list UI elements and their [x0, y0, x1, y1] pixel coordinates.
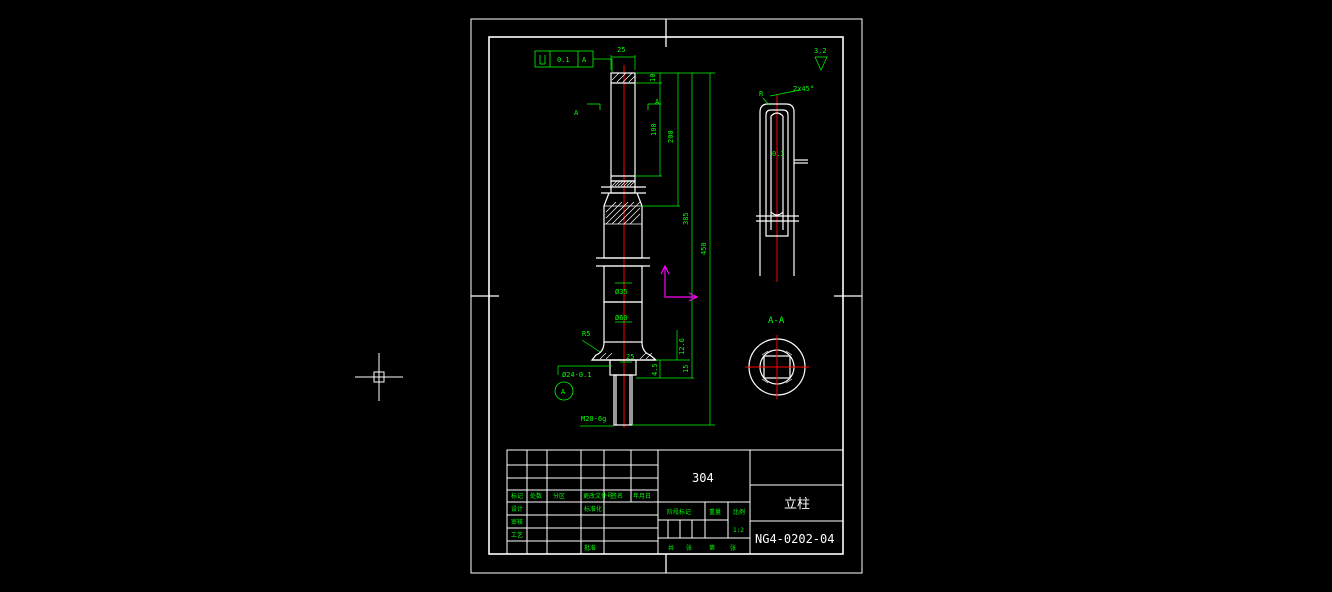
tb-part-name: 立柱 — [784, 497, 810, 512]
dim-100: 100 — [650, 123, 658, 136]
datum-flag-ref: A — [582, 56, 587, 64]
datum-flag — [534, 50, 613, 72]
tb-header-4: 签名 — [611, 492, 623, 500]
dim-dia24: Ø24-0.1 — [562, 371, 592, 379]
tb-bottom-2: 第 — [709, 544, 715, 552]
dim-12-6: 12.6 — [678, 338, 686, 355]
tb-drawing-no: NG4-0202-04 — [755, 532, 834, 546]
tb-right-stage: 阶段标记 — [667, 508, 691, 516]
tb-right-scale: 比例 — [733, 508, 745, 516]
tb-header-3: 更改文件号 — [583, 492, 613, 500]
chamfer-dim: 2x45° — [793, 85, 814, 93]
dim-dia35: Ø35 — [615, 288, 628, 296]
dim-dia60: Ø60 — [615, 314, 628, 322]
section-marks — [587, 103, 661, 110]
tb-bottom-3: 张 — [730, 544, 736, 552]
dim-4-5: 4.5 — [651, 363, 659, 376]
title-block: 标记 处数 分区 更改文件号 签名 年月日 设计 标准化 审核 工艺 批准 阶段… — [506, 449, 844, 555]
dim-r5: R5 — [582, 330, 590, 338]
hatch-flange — [599, 352, 653, 360]
dim-top-10: 10 — [649, 74, 657, 82]
datum-flag-value: 0.1 — [557, 56, 570, 64]
dim-200: 200 — [667, 130, 675, 143]
dim-top-width: 25 — [617, 46, 625, 54]
dim-thread: M20-6g — [581, 415, 606, 423]
crosshair-cursor-icon — [355, 353, 403, 401]
tb-bottom-1: 张 — [686, 544, 692, 552]
dimension-lines — [557, 55, 715, 427]
centering-marks — [471, 19, 862, 573]
tb-header-1: 处数 — [530, 492, 542, 500]
dim-25: 25 — [626, 353, 634, 361]
dim-450: 450 — [700, 242, 708, 255]
datum-circle — [554, 381, 574, 401]
dim-15: 15 — [682, 365, 690, 373]
tb-bottom-0: 共 — [668, 544, 674, 552]
hatch-middle — [604, 201, 642, 225]
tb-material: 304 — [692, 471, 714, 485]
side-dim-0-3: 0.3 — [772, 150, 785, 158]
section-view: A-A — [745, 316, 809, 399]
tb-right-weight: 重量 — [709, 508, 721, 516]
shaft-outline — [590, 72, 658, 426]
tb-role-approve: 批准 — [584, 544, 596, 552]
tb-header-5: 年月日 — [633, 492, 651, 500]
tb-scale-value: 1:2 — [733, 527, 744, 534]
tb-role-process: 工艺 — [511, 531, 523, 539]
datum-circle-label: A — [561, 388, 566, 396]
roughness-value: 3.2 — [814, 47, 827, 55]
sheet-inner-border — [488, 36, 844, 555]
section-mark-left: A — [574, 109, 579, 117]
tb-header-0: 标记 — [511, 492, 523, 500]
radius-label: R — [759, 90, 764, 98]
section-mark-right: A — [655, 98, 660, 106]
main-view: 0.1 A — [534, 46, 715, 428]
dim-385: 385 — [682, 212, 690, 225]
tb-role-standard: 标准化 — [584, 505, 602, 513]
tb-header-2: 分区 — [553, 492, 565, 500]
tb-role-review: 审核 — [511, 518, 523, 526]
section-title: A-A — [768, 316, 785, 326]
ucs-axis-icon — [660, 264, 699, 302]
hatch-top — [611, 72, 636, 187]
side-view: 3.2 2x45° R 0.3 — [756, 47, 828, 282]
tb-role-design: 设计 — [511, 505, 523, 513]
